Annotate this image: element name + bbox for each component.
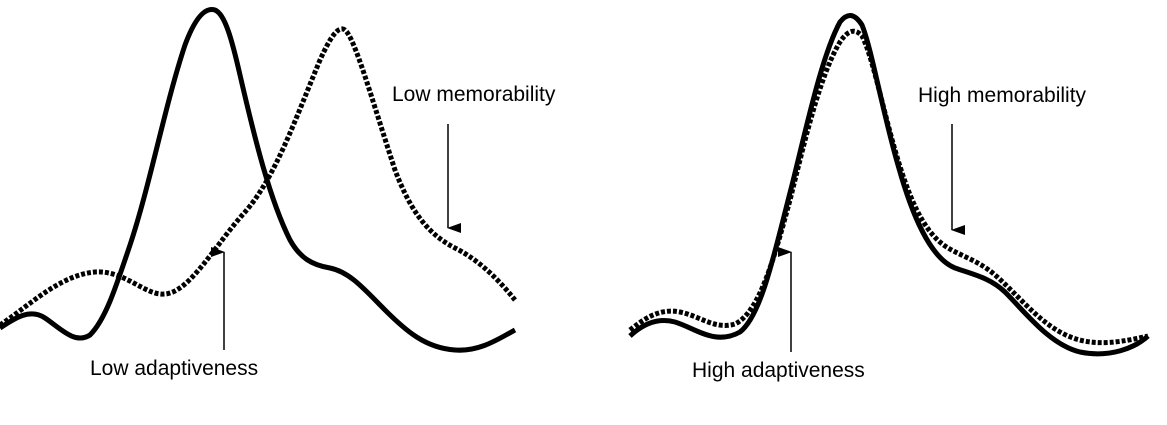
- low-adaptiveness-label: Low adaptiveness: [90, 357, 259, 380]
- high-memorability-label: High memorability: [918, 84, 1087, 107]
- low-solid-curve: [0, 7, 517, 353]
- high-dashed-curve: [628, 28, 1149, 346]
- low-memorability-label: Low memorability: [392, 83, 556, 106]
- panel-high: [628, 13, 1150, 357]
- high-adaptiveness-label: High adaptiveness: [692, 359, 865, 382]
- high-solid-curve: [628, 13, 1150, 357]
- low-dashed-curve: [0, 26, 517, 328]
- panel-low: [0, 7, 517, 353]
